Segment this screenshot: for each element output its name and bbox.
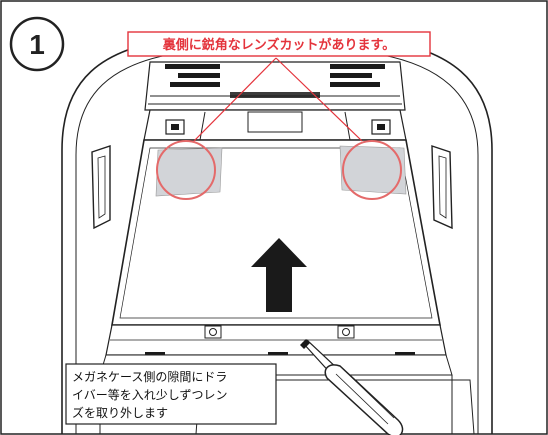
callout-box	[127, 31, 431, 57]
screwdriver-tip	[300, 339, 310, 349]
lens-panel-edge	[119, 147, 433, 319]
upper-vent-assembly	[144, 61, 406, 111]
instruction-box	[65, 363, 277, 425]
lower-screw-left	[204, 325, 222, 339]
lens-top-bezel	[143, 109, 407, 141]
instruction-note: メガネケース側の隙間にドラ イバー等を入れ少しずつレン ズを取り外します	[65, 363, 277, 425]
step-number: 1	[29, 29, 45, 60]
right-side-clip-inner	[438, 155, 447, 219]
callout-text: 裏側に鋭角なレンズカットがあります。	[162, 37, 395, 53]
callout-leader-right	[275, 57, 363, 142]
lower-screw-right	[337, 325, 355, 339]
left-highlight-ring	[156, 140, 216, 200]
instruction-line-2: イバー等を入れ少しずつレン	[72, 388, 228, 402]
callout: 裏側に鋭角なレンズカットがあります。	[127, 31, 431, 57]
step-badge: 1	[9, 16, 65, 72]
left-lens-cut	[155, 147, 223, 197]
callout-leader-left	[193, 57, 277, 142]
instruction-line-3: ズを取り外します	[72, 405, 168, 420]
screwdriver	[300, 339, 404, 435]
left-side-clip-inner	[97, 155, 106, 219]
right-highlight-ring	[342, 140, 402, 200]
step-circle	[9, 16, 65, 72]
right-lens-cut	[339, 145, 407, 195]
up-arrow	[251, 238, 307, 312]
instruction-line-1: メガネケース側の隙間にドラ	[72, 370, 227, 384]
